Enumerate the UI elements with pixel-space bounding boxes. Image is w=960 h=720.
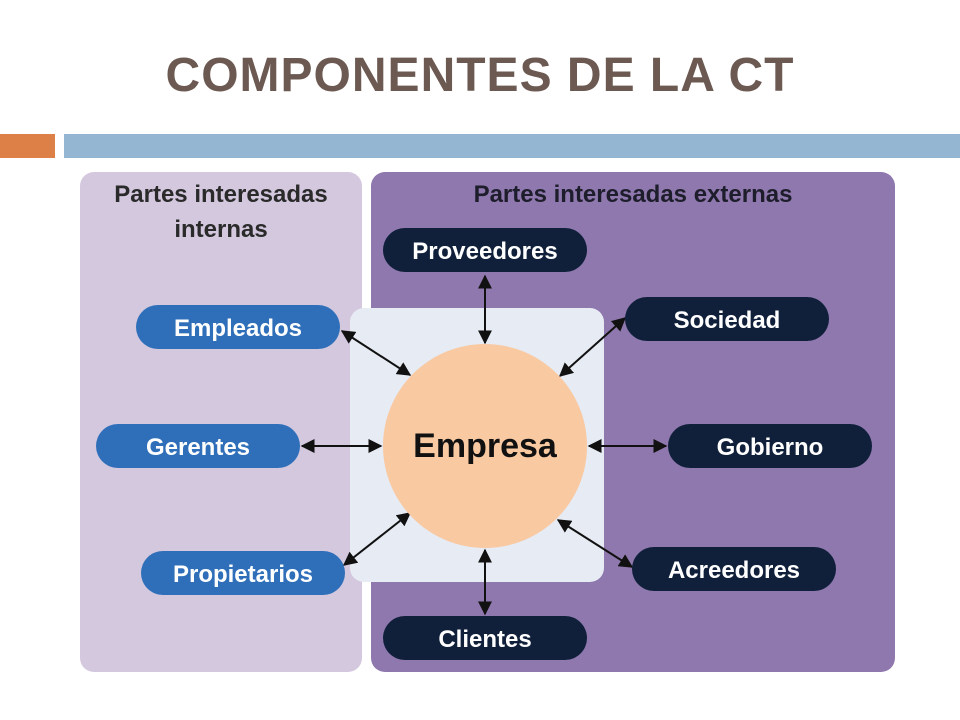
node-proveedores-label: Proveedores (412, 238, 557, 265)
arrow-acreedores (556, 519, 634, 568)
node-propietarios-label: Propietarios (173, 561, 313, 588)
arrow-propietarios (342, 512, 412, 566)
accent-bar-orange (0, 134, 55, 158)
center-label: Empresa (413, 427, 558, 465)
internal-panel-label-1: Partes interesadas (114, 181, 327, 208)
center-circle (383, 344, 587, 548)
arrow-sociedad (558, 317, 627, 377)
node-empleados-label: Empleados (174, 315, 302, 342)
node-sociedad-label: Sociedad (674, 307, 781, 334)
node-acreedores: Acreedores (632, 547, 836, 591)
node-clientes-label: Clientes (438, 626, 531, 653)
internal-panel (80, 172, 362, 672)
node-proveedores: Proveedores (383, 228, 587, 272)
node-empleados: Empleados (136, 305, 340, 349)
external-panel-label: Partes interesadas externas (474, 181, 793, 208)
internal-panel-label-2: internas (174, 216, 267, 243)
accent-bar-blue (64, 134, 960, 158)
node-acreedores-label: Acreedores (668, 557, 800, 584)
slide-title: COMPONENTES DE LA CT (165, 49, 795, 102)
node-gerentes-label: Gerentes (146, 434, 250, 461)
node-sociedad: Sociedad (625, 297, 829, 341)
arrow-empleados (340, 330, 412, 376)
node-clientes: Clientes (383, 616, 587, 660)
node-gobierno-label: Gobierno (717, 434, 824, 461)
node-gobierno: Gobierno (668, 424, 872, 468)
node-propietarios: Propietarios (141, 551, 345, 595)
node-gerentes: Gerentes (96, 424, 300, 468)
